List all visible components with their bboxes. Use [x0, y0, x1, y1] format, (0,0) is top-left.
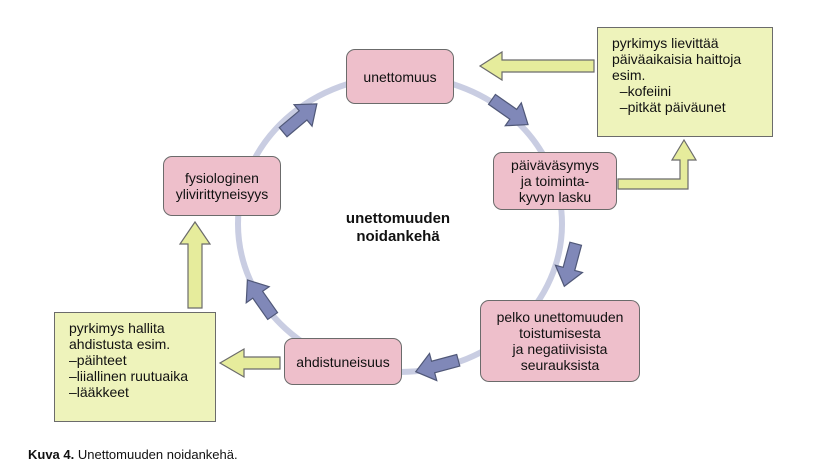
center-label: unettomuuden noidankehä — [345, 210, 451, 245]
note-line: pyrkimys hallita — [69, 320, 165, 336]
caption-text: Unettomuuden noidankehä. — [74, 447, 238, 462]
arrow-note-to-arousal — [178, 220, 212, 309]
node-fatigue-label: päiväväsymys ja toiminta- kyvyn lasku — [511, 157, 599, 205]
arrow-note-to-insomnia — [478, 50, 595, 82]
arrow-fear-to-anxiety — [414, 352, 461, 382]
figure-caption: Kuva 4. Unettomuuden noidankehä. — [28, 447, 238, 462]
note-line: pyrkimys lievittää — [612, 35, 719, 51]
note-line: ahdistusta esim. — [69, 336, 171, 352]
node-insomnia: unettomuus — [346, 49, 454, 104]
note-line: –päihteet — [69, 352, 127, 368]
arrow-fatigue-to-note — [617, 138, 698, 190]
note-line: –liiallinen ruutuaika — [69, 368, 189, 384]
arrow-anxiety-to-arousal — [245, 279, 279, 321]
node-fear-label: pelko unettomuuden toistumisesta ja nega… — [496, 309, 624, 373]
arrow-anxiety-to-note — [218, 347, 281, 379]
note-daytime-relief: pyrkimys lievittää päiväaikaisia haittoj… — [597, 27, 773, 137]
arrow-arousal-to-insomnia — [278, 103, 318, 138]
node-fear: pelko unettomuuden toistumisesta ja nega… — [480, 300, 640, 382]
node-anxiety-label: ahdistuneisuus — [296, 353, 390, 370]
node-anxiety: ahdistuneisuus — [284, 338, 402, 385]
note-line: –kofeiini — [612, 83, 672, 99]
node-arousal-label: fysiologinen ylivirittyneisyys — [175, 170, 269, 202]
note-line: päiväaikaisia haittoja — [612, 51, 742, 67]
note-line: –lääkkeet — [69, 384, 129, 400]
arrow-fatigue-to-fear — [554, 241, 584, 288]
note-anxiety-control: pyrkimys hallita ahdistusta esim. –päiht… — [54, 312, 216, 422]
node-arousal: fysiologinen ylivirittyneisyys — [163, 156, 281, 216]
note-line: esim. — [612, 67, 646, 83]
node-insomnia-label: unettomuus — [363, 68, 437, 85]
note-line: –pitkät päiväunet — [612, 99, 726, 115]
caption-label: Kuva 4. — [28, 447, 75, 462]
arrow-insomnia-to-fatigue — [487, 93, 529, 127]
node-fatigue: päiväväsymys ja toiminta- kyvyn lasku — [493, 152, 617, 210]
